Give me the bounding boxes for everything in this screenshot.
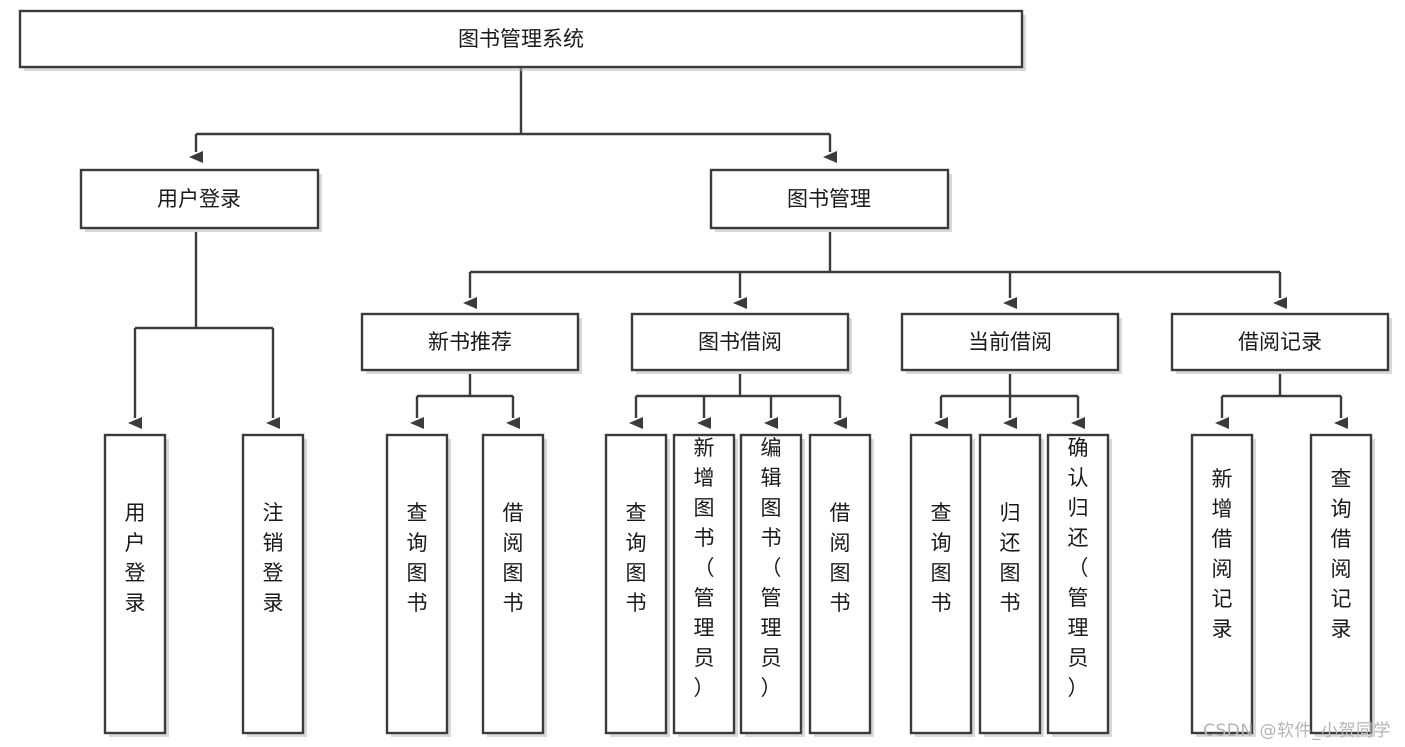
- node-label: 注销登录: [263, 501, 284, 615]
- node-label: 用户登录: [157, 187, 241, 211]
- node-leaf-logout[interactable]: 注销登录: [241, 433, 307, 737]
- node-label: 当前借阅: [968, 330, 1052, 354]
- node-leaf-add-record[interactable]: 新增借阅记录: [1190, 433, 1256, 737]
- node-rect: [79, 168, 320, 230]
- connector-layer: [128, 67, 1348, 429]
- node-user-login[interactable]: 用户登录: [79, 168, 322, 232]
- node-label: 借阅记录: [1238, 330, 1322, 354]
- node-label: 借阅图书: [830, 501, 851, 615]
- node-rect: [1309, 433, 1373, 735]
- node-label: 确认归还（管理员）: [1068, 436, 1089, 700]
- node-label: 图书借阅: [698, 330, 782, 354]
- node-leaf-borrow-book-2[interactable]: 借阅图书: [808, 433, 874, 737]
- node-leaf-query-book-2[interactable]: 查询图书: [604, 433, 670, 737]
- node-leaf-return-book[interactable]: 归还图书: [978, 433, 1044, 737]
- node-label: 查询图书: [407, 501, 428, 615]
- node-leaf-add-book[interactable]: 新增图书（管理员）: [672, 433, 738, 737]
- node-label: 查询图书: [626, 501, 647, 615]
- node-rect: [241, 433, 305, 735]
- node-label: 借阅图书: [503, 501, 524, 615]
- node-rect: [103, 433, 167, 735]
- node-leaf-user-login[interactable]: 用户登录: [103, 433, 169, 737]
- node-book-borrow[interactable]: 图书借阅: [630, 312, 852, 374]
- node-current-borrow[interactable]: 当前借阅: [900, 312, 1122, 374]
- node-leaf-confirm-return[interactable]: 确认归还（管理员）: [1046, 433, 1112, 737]
- node-label: 归还图书: [1000, 501, 1021, 615]
- node-book-management-system[interactable]: 图书管理系统: [18, 9, 1026, 71]
- node-rect: [672, 433, 736, 735]
- node-leaf-borrow-book-1[interactable]: 借阅图书: [481, 433, 547, 737]
- node-label: 新增借阅记录: [1212, 467, 1233, 641]
- node-rect: [630, 312, 850, 372]
- node-label: 图书管理系统: [458, 27, 584, 51]
- node-rect: [900, 312, 1120, 372]
- node-label: 编辑图书（管理员）: [761, 436, 782, 700]
- node-rect: [1046, 433, 1110, 735]
- node-rect: [385, 433, 449, 735]
- node-rect: [709, 168, 950, 230]
- node-new-book-recommend[interactable]: 新书推荐: [360, 312, 582, 374]
- node-rect: [909, 433, 973, 735]
- node-rect: [978, 433, 1042, 735]
- node-leaf-query-book-3[interactable]: 查询图书: [909, 433, 975, 737]
- node-label: 新增图书（管理员）: [694, 436, 715, 700]
- node-leaf-edit-book[interactable]: 编辑图书（管理员）: [739, 433, 805, 737]
- node-rect: [1170, 312, 1390, 372]
- node-leaf-query-record[interactable]: 查询借阅记录: [1309, 433, 1375, 737]
- watermark-label: CSDN @软件_小贺同学: [1203, 721, 1391, 741]
- node-borrow-record[interactable]: 借阅记录: [1170, 312, 1392, 374]
- node-rect: [18, 9, 1024, 69]
- node-label: 图书管理: [787, 187, 871, 211]
- node-label: 查询借阅记录: [1331, 467, 1352, 641]
- node-rect: [360, 312, 580, 372]
- node-rect: [739, 433, 803, 735]
- node-label: 查询图书: [931, 501, 952, 615]
- node-label: 新书推荐: [428, 330, 512, 354]
- node-rect: [604, 433, 668, 735]
- node-rect: [481, 433, 545, 735]
- node-label: 用户登录: [125, 501, 146, 615]
- node-rect: [808, 433, 872, 735]
- node-rect: [1190, 433, 1254, 735]
- node-leaf-query-book-1[interactable]: 查询图书: [385, 433, 451, 737]
- node-book-management[interactable]: 图书管理: [709, 168, 952, 232]
